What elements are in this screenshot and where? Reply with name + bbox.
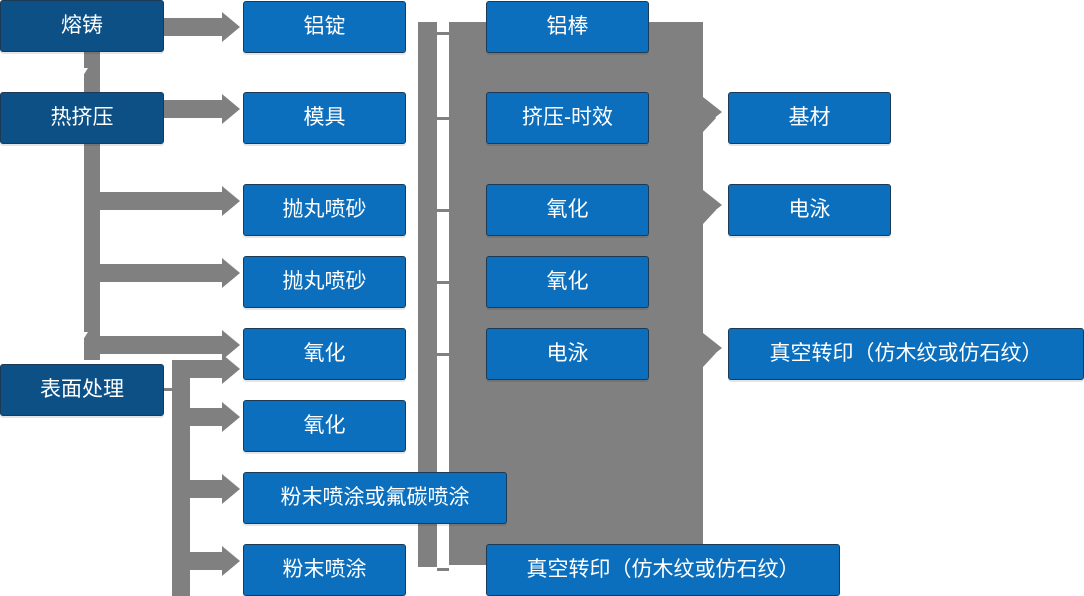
stage-box-label: 表面处理 [40, 377, 124, 401]
process-box-electrophoresis-1[interactable]: 电泳 [486, 328, 649, 380]
process-box-mold[interactable]: 模具 [243, 92, 406, 144]
stage3-connector-stub [164, 388, 190, 391]
result-box-vacuum-transfer-printing[interactable]: 真空转印（仿木纹或仿石纹） [728, 328, 1084, 380]
process-box-aluminum-bar[interactable]: 铝棒 [486, 1, 649, 53]
result-box-label: 电泳 [788, 197, 831, 221]
center-arrow-stub-1 [700, 114, 712, 122]
center-arrow-2 [695, 196, 716, 224]
process-box-label: 粉末喷涂或氟碳喷涂 [280, 485, 470, 509]
stage-box-label: 熔铸 [61, 13, 103, 37]
process-box-label: 氧化 [546, 269, 589, 293]
process-box-oxidation-2[interactable]: 氧化 [243, 400, 406, 452]
process-box-label: 模具 [303, 105, 346, 129]
process-box-oxidation-4[interactable]: 氧化 [486, 256, 649, 308]
stage-box-hot-extrusion[interactable]: 热挤压 [0, 92, 164, 144]
result-box-label: 基材 [788, 105, 831, 129]
process-box-shot-blasting-1[interactable]: 抛丸喷砂 [243, 184, 406, 236]
process-box-label: 电泳 [546, 341, 589, 365]
center-arrow-stub-3 [700, 349, 712, 357]
stage-box-surface-treatment[interactable]: 表面处理 [0, 364, 164, 416]
branch-tick-6 [437, 568, 449, 571]
branch-tick-3 [437, 209, 449, 212]
left-trunk-shape [84, 12, 240, 360]
process-box-label: 氧化 [546, 197, 589, 221]
center-arrow-stub-2 [700, 206, 712, 214]
result-box-base-material[interactable]: 基材 [728, 92, 891, 144]
process-box-label: 真空转印（仿木纹或仿石纹） [526, 557, 800, 581]
process-box-oxidation-3[interactable]: 氧化 [486, 184, 649, 236]
branch-tick-2 [437, 117, 449, 120]
branch-tick-4 [437, 281, 449, 284]
process-box-powder-coating[interactable]: 粉末喷涂 [243, 544, 406, 596]
process-box-vacuum-transfer-printing-1[interactable]: 真空转印（仿木纹或仿石纹） [486, 544, 840, 596]
left-trunk-lower-shape [172, 354, 240, 596]
stage-box-label: 热挤压 [50, 105, 114, 129]
process-box-aluminum-ingot[interactable]: 铝锭 [243, 1, 406, 53]
branch-tick-1 [437, 32, 449, 35]
process-box-label: 粉末喷涂 [282, 557, 367, 581]
process-box-extrusion-aging[interactable]: 挤压-时效 [486, 92, 649, 144]
result-box-electrophoresis[interactable]: 电泳 [728, 184, 891, 236]
process-box-label: 铝锭 [303, 14, 346, 38]
process-box-label: 氧化 [303, 341, 346, 365]
process-box-label: 抛丸喷砂 [282, 269, 367, 293]
branch-tick-5 [437, 353, 449, 356]
process-box-powder-or-fluorocarbon-coating[interactable]: 粉末喷涂或氟碳喷涂 [243, 472, 507, 524]
center-arrow-3 [695, 339, 716, 367]
center-arrow-1 [695, 104, 716, 132]
process-box-oxidation-1[interactable]: 氧化 [243, 328, 406, 380]
process-box-shot-blasting-2[interactable]: 抛丸喷砂 [243, 256, 406, 308]
process-box-label: 抛丸喷砂 [282, 197, 367, 221]
process-box-label: 挤压-时效 [522, 105, 613, 129]
result-box-label: 真空转印（仿木纹或仿石纹） [769, 341, 1043, 365]
stage1-down-notch [70, 68, 88, 82]
process-box-label: 氧化 [303, 413, 346, 437]
stage-box-melting[interactable]: 熔铸 [0, 0, 164, 52]
process-box-label: 铝棒 [546, 14, 589, 38]
stage3-down-notch [70, 332, 88, 346]
